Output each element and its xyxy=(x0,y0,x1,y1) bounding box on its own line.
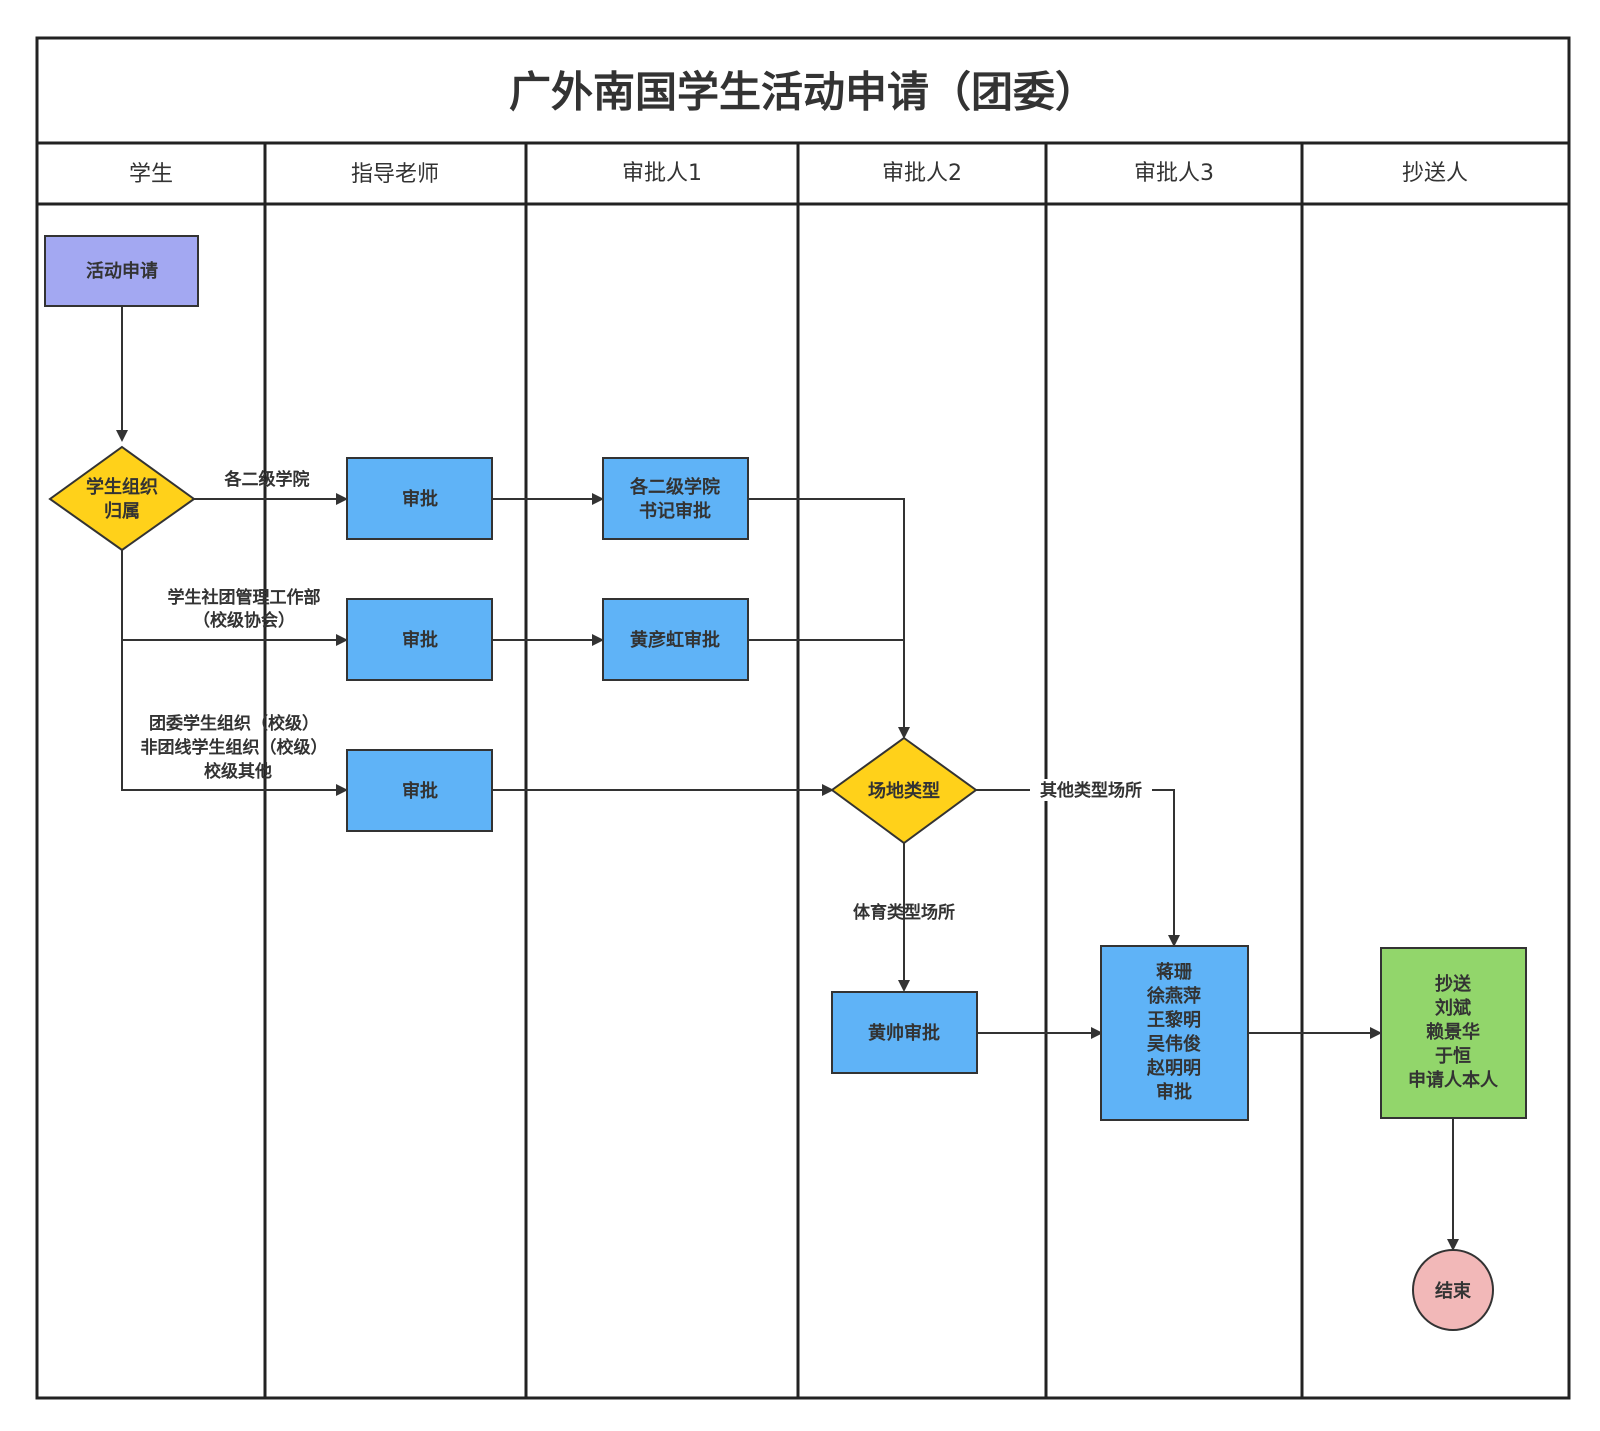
lane-header-cc: 抄送人 xyxy=(1402,161,1468,186)
node-label: 活动申请 xyxy=(86,260,158,282)
lane-header-advisor: 指导老师 xyxy=(351,162,439,187)
edge-secretary-to-venue xyxy=(748,498,910,739)
lane-header-approver2: 审批人2 xyxy=(882,161,962,186)
node-label: 场地类型 xyxy=(868,780,940,802)
node-label: 归属 xyxy=(104,500,140,522)
edge-label-sports-venue: 体育类型场所 xyxy=(853,902,955,923)
node-review-3 xyxy=(346,749,493,832)
node-label: 黄彦虹审批 xyxy=(630,629,720,651)
node-review-1 xyxy=(346,457,493,540)
node-label: 吴伟俊 xyxy=(1147,1033,1201,1055)
node-label: 各二级学院 xyxy=(629,476,720,498)
node-activity-apply xyxy=(44,235,199,307)
edge-label-league-orgs: 校级其他 xyxy=(204,761,272,782)
edges xyxy=(116,306,1459,1251)
node-college-secretary xyxy=(602,457,749,540)
edge-label-bg xyxy=(1030,779,1152,801)
node-label: 学生组织 xyxy=(86,476,158,498)
node-label: 于恒 xyxy=(1435,1045,1471,1067)
diagram-title: 广外南国学生活动申请（团委） xyxy=(509,68,1097,117)
node-label: 刘斌 xyxy=(1435,997,1471,1019)
node-label: 赵明明 xyxy=(1146,1057,1201,1079)
node-label: 蒋珊 xyxy=(1156,962,1192,983)
diagram-frame xyxy=(35,36,1571,1400)
edge-label-league-orgs: 团委学生组织（校级） xyxy=(149,713,319,734)
node-label: 审批 xyxy=(1156,1081,1192,1103)
edge-label-club-dept: 学生社团管理工作部 xyxy=(168,587,321,608)
node-label: 抄送 xyxy=(1435,973,1472,995)
edge-label-college: 各二级学院 xyxy=(224,469,310,490)
node-label: 书记审批 xyxy=(639,500,711,522)
edge-label-club-dept: （校级协会） xyxy=(193,610,295,631)
node-belong-decision xyxy=(48,445,196,552)
node-cc xyxy=(1380,947,1527,1119)
node-label: 审批 xyxy=(402,488,438,510)
node-review-2 xyxy=(346,598,493,681)
node-label: 黄帅审批 xyxy=(868,1022,940,1044)
node-group-review xyxy=(1100,945,1249,1121)
lane-header-approver1: 审批人1 xyxy=(622,161,702,186)
edge-belong-to-review3 xyxy=(121,640,348,796)
node-label: 徐燕萍 xyxy=(1146,985,1201,1007)
node-end xyxy=(1412,1249,1494,1331)
edge-label-league-orgs: 非团线学生组织（校级） xyxy=(141,737,328,758)
edge-label-other-venue: 其他类型场所 xyxy=(1040,780,1142,801)
node-label: 审批 xyxy=(402,629,438,651)
lane-header-approver3: 审批人3 xyxy=(1134,161,1214,186)
node-huang-shuai xyxy=(831,991,978,1074)
node-label: 赖景华 xyxy=(1426,1021,1480,1043)
node-label: 申请人本人 xyxy=(1408,1069,1499,1091)
lane-header-student: 学生 xyxy=(129,162,173,187)
node-label: 结束 xyxy=(1435,1280,1472,1302)
node-venue-decision xyxy=(830,736,978,845)
node-label: 王黎明 xyxy=(1147,1009,1201,1031)
node-huang-yanhong xyxy=(602,598,749,681)
node-label: 审批 xyxy=(402,780,438,802)
